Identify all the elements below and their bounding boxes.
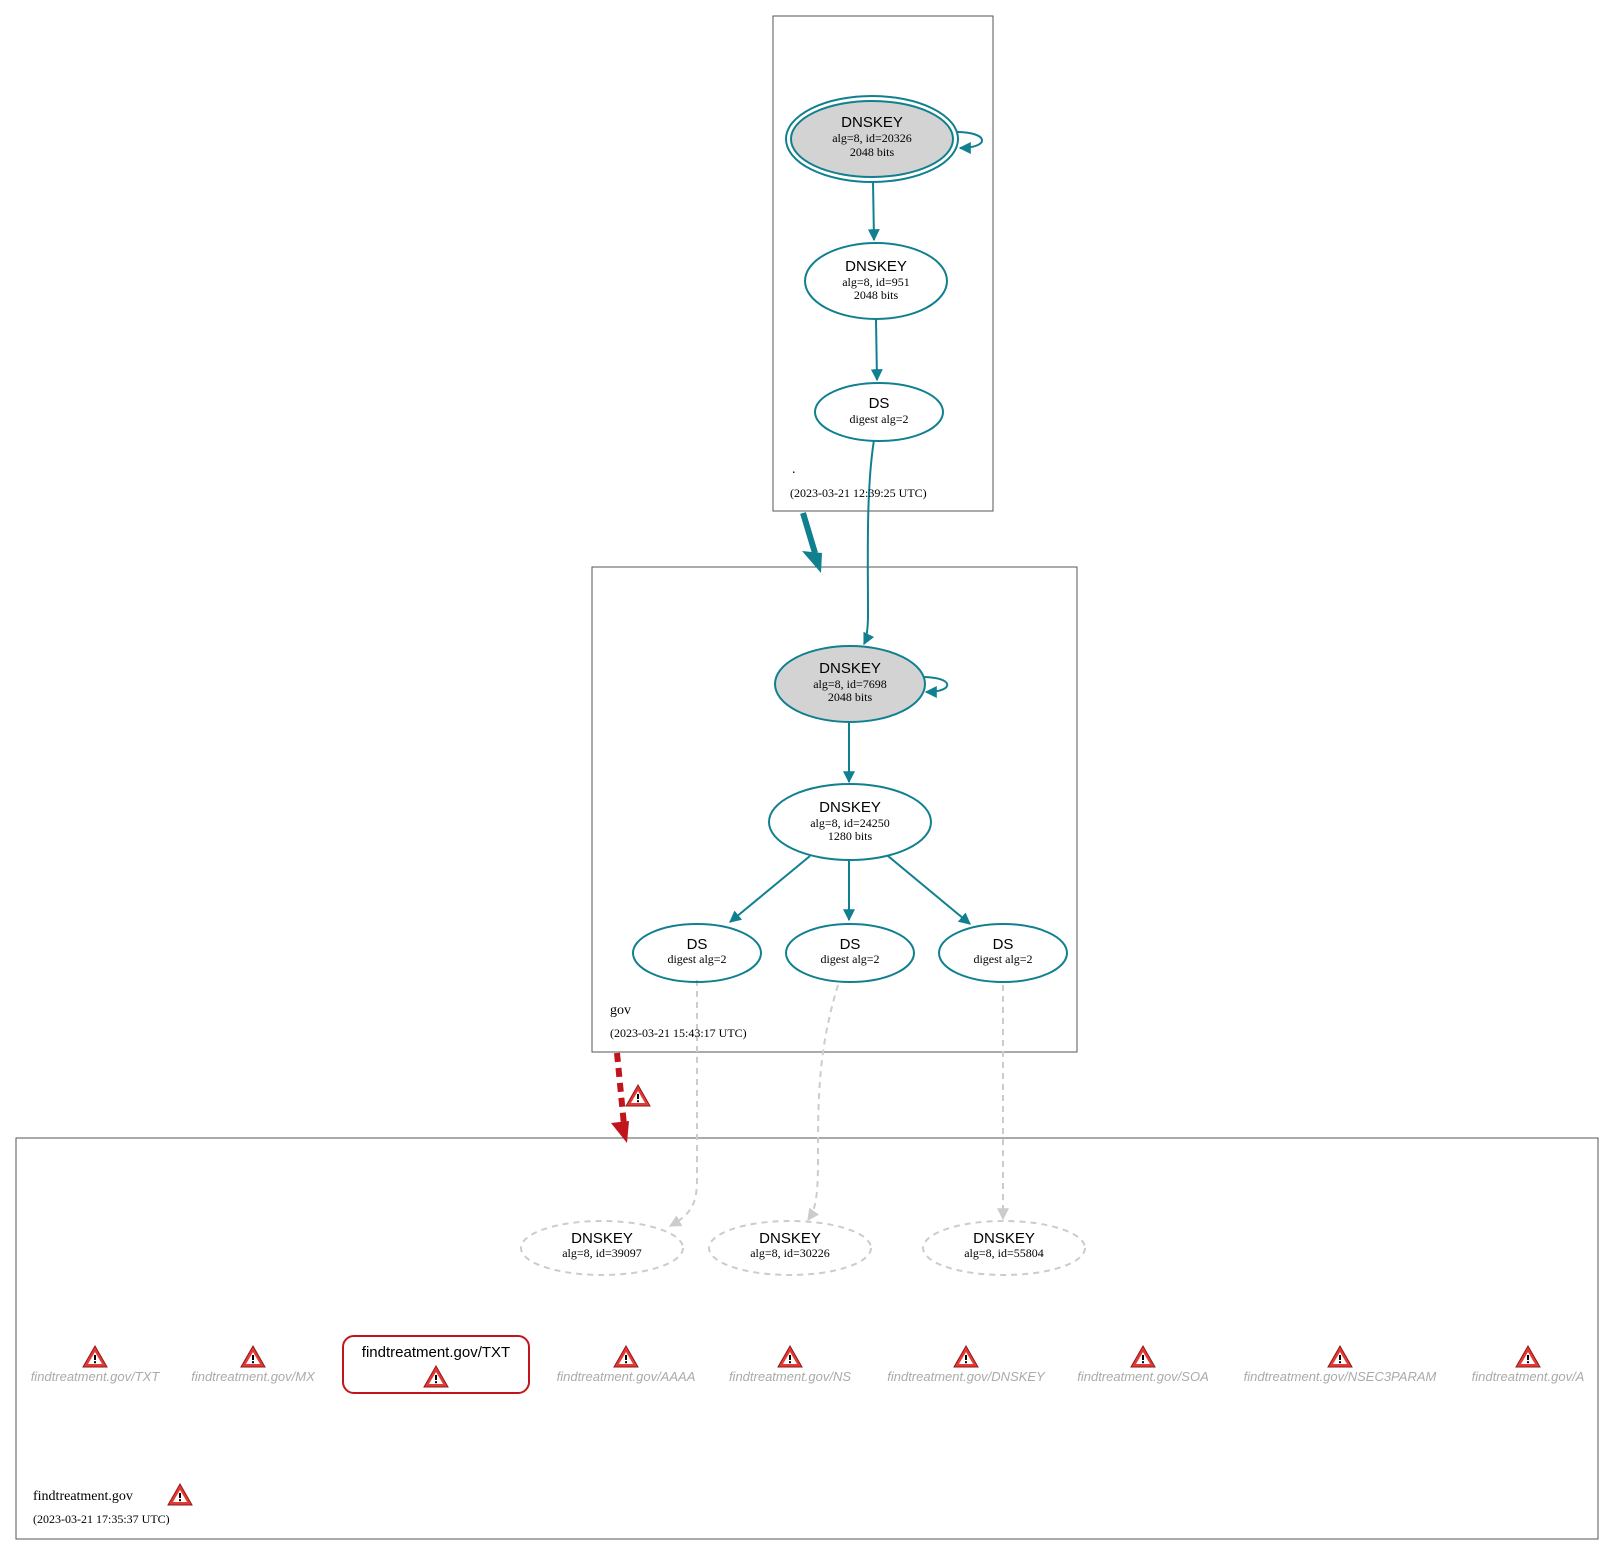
- node-title: DS: [993, 936, 1014, 953]
- edge-ds2-to-ft-key2: [807, 984, 839, 1221]
- node-key-info: alg=8, id=30226: [750, 1246, 830, 1260]
- node-title: DNSKEY: [845, 258, 907, 275]
- warning-triangle-icon: [423, 1365, 449, 1388]
- zone-gov-label: gov: [610, 1003, 631, 1018]
- zone-findtreatment: [15, 1137, 1599, 1540]
- warning-triangle-icon: [613, 1345, 639, 1368]
- edge-gov-zsk-to-ds3: [887, 855, 971, 925]
- warning-triangle-icon: [1515, 1345, 1541, 1368]
- node-key-info: alg=8, id=24250: [810, 816, 890, 830]
- node-ft-dnskey-39097[interactable]: DNSKEY alg=8, id=39097: [520, 1220, 684, 1276]
- node-ft-dnskey-55804[interactable]: DNSKEY alg=8, id=55804: [922, 1220, 1086, 1276]
- zone-root-timestamp: (2023-03-21 12:39:25 UTC): [790, 486, 927, 500]
- node-title: DNSKEY: [973, 1230, 1035, 1247]
- zone-findtreatment-timestamp: (2023-03-21 17:35:37 UTC): [33, 1512, 170, 1526]
- rrset-label: findtreatment.gov/A: [1472, 1369, 1585, 1384]
- rrset-label: findtreatment.gov/MX: [191, 1369, 316, 1384]
- node-title: DNSKEY: [841, 114, 903, 131]
- node-root-zsk[interactable]: DNSKEY alg=8, id=951 2048 bits: [804, 242, 948, 320]
- warning-triangle-icon: [1327, 1345, 1353, 1368]
- rrset-label: findtreatment.gov/DNSKEY: [887, 1369, 1046, 1384]
- edge-root-ds-to-gov-ksk: [863, 439, 875, 646]
- node-gov-zsk[interactable]: DNSKEY alg=8, id=24250 1280 bits: [768, 783, 932, 861]
- rrset-txt-warn[interactable]: findtreatment.gov/TXT: [31, 1345, 161, 1384]
- node-ft-dnskey-30226[interactable]: DNSKEY alg=8, id=30226: [708, 1220, 872, 1276]
- node-key-info: alg=8, id=39097: [562, 1246, 642, 1260]
- rrset-label: findtreatment.gov/NSEC3PARAM: [1244, 1369, 1437, 1384]
- node-title: DNSKEY: [819, 799, 881, 816]
- warning-triangle-icon: [82, 1345, 108, 1368]
- rrset-dnskey[interactable]: findtreatment.gov/DNSKEY: [887, 1345, 1046, 1384]
- edge-root-ksk-to-zsk: [867, 180, 880, 242]
- node-key-size: 2048 bits: [828, 690, 873, 704]
- rrset-aaaa[interactable]: findtreatment.gov/AAAA: [557, 1345, 696, 1384]
- rrset-txt[interactable]: findtreatment.gov/TXT: [342, 1335, 530, 1394]
- rrset-soa[interactable]: findtreatment.gov/SOA: [1077, 1345, 1209, 1384]
- node-key-size: 2048 bits: [854, 288, 899, 302]
- warning-triangle-icon: [625, 1084, 651, 1107]
- node-title: DNSKEY: [571, 1230, 633, 1247]
- node-key-size: 2048 bits: [850, 145, 895, 159]
- zone-root-label: .: [792, 462, 796, 477]
- edge-root-ksk-self: [955, 131, 983, 154]
- rrset-mx[interactable]: findtreatment.gov/MX: [191, 1345, 316, 1384]
- edge-gov-zsk-to-ds1: [729, 855, 811, 923]
- node-title: DS: [687, 936, 708, 953]
- node-digest: digest alg=2: [667, 952, 726, 966]
- node-gov-ds2[interactable]: DS digest alg=2: [785, 923, 915, 983]
- rrset-a[interactable]: findtreatment.gov/A: [1472, 1345, 1585, 1384]
- edge-gov-ksk-self: [921, 676, 949, 698]
- rrset-label: findtreatment.gov/NS: [729, 1369, 851, 1384]
- edge-ds1-to-ft-key1: [668, 979, 699, 1227]
- node-digest: digest alg=2: [973, 952, 1032, 966]
- delegation-gov-to-findtreatment: [611, 1052, 629, 1143]
- delegation-root-to-gov: [800, 512, 822, 573]
- zone-root: [772, 15, 994, 512]
- rrset-nsec3param[interactable]: findtreatment.gov/NSEC3PARAM: [1244, 1345, 1437, 1384]
- node-key-info: alg=8, id=951: [842, 275, 910, 289]
- node-key-info: alg=8, id=55804: [964, 1246, 1044, 1260]
- node-key-info: alg=8, id=20326: [832, 131, 912, 145]
- node-key-size: 1280 bits: [828, 829, 873, 843]
- node-gov-ds3[interactable]: DS digest alg=2: [938, 923, 1068, 983]
- node-title: DNSKEY: [759, 1230, 821, 1247]
- warning-triangle-icon: [777, 1345, 803, 1368]
- warning-triangle-icon: [240, 1345, 266, 1368]
- edge-root-zsk-to-ds: [870, 319, 883, 382]
- warning-triangle-icon: [1130, 1345, 1156, 1368]
- rrset-label: findtreatment.gov/SOA: [1077, 1369, 1209, 1384]
- node-root-ksk[interactable]: DNSKEY alg=8, id=20326 2048 bits: [785, 95, 959, 183]
- node-digest: digest alg=2: [820, 952, 879, 966]
- zone-gov-timestamp: (2023-03-21 15:43:17 UTC): [610, 1026, 747, 1040]
- rrset-label: findtreatment.gov/TXT: [362, 1344, 510, 1361]
- warning-triangle-icon: [953, 1345, 979, 1368]
- node-gov-ksk[interactable]: DNSKEY alg=8, id=7698 2048 bits: [774, 645, 926, 723]
- warning-triangle-icon: [167, 1483, 193, 1506]
- rrset-label: findtreatment.gov/AAAA: [557, 1369, 696, 1384]
- node-gov-ds1[interactable]: DS digest alg=2: [632, 923, 762, 983]
- node-title: DS: [840, 936, 861, 953]
- zone-gov: [591, 566, 1078, 1053]
- node-digest: digest alg=2: [849, 412, 908, 426]
- node-root-ds[interactable]: DS digest alg=2: [814, 382, 944, 442]
- node-key-info: alg=8, id=7698: [813, 677, 887, 691]
- rrset-label: findtreatment.gov/TXT: [31, 1369, 161, 1384]
- zone-findtreatment-label: findtreatment.gov: [33, 1489, 133, 1504]
- node-title: DS: [869, 395, 890, 412]
- node-title: DNSKEY: [819, 660, 881, 677]
- rrset-ns[interactable]: findtreatment.gov/NS: [729, 1345, 851, 1384]
